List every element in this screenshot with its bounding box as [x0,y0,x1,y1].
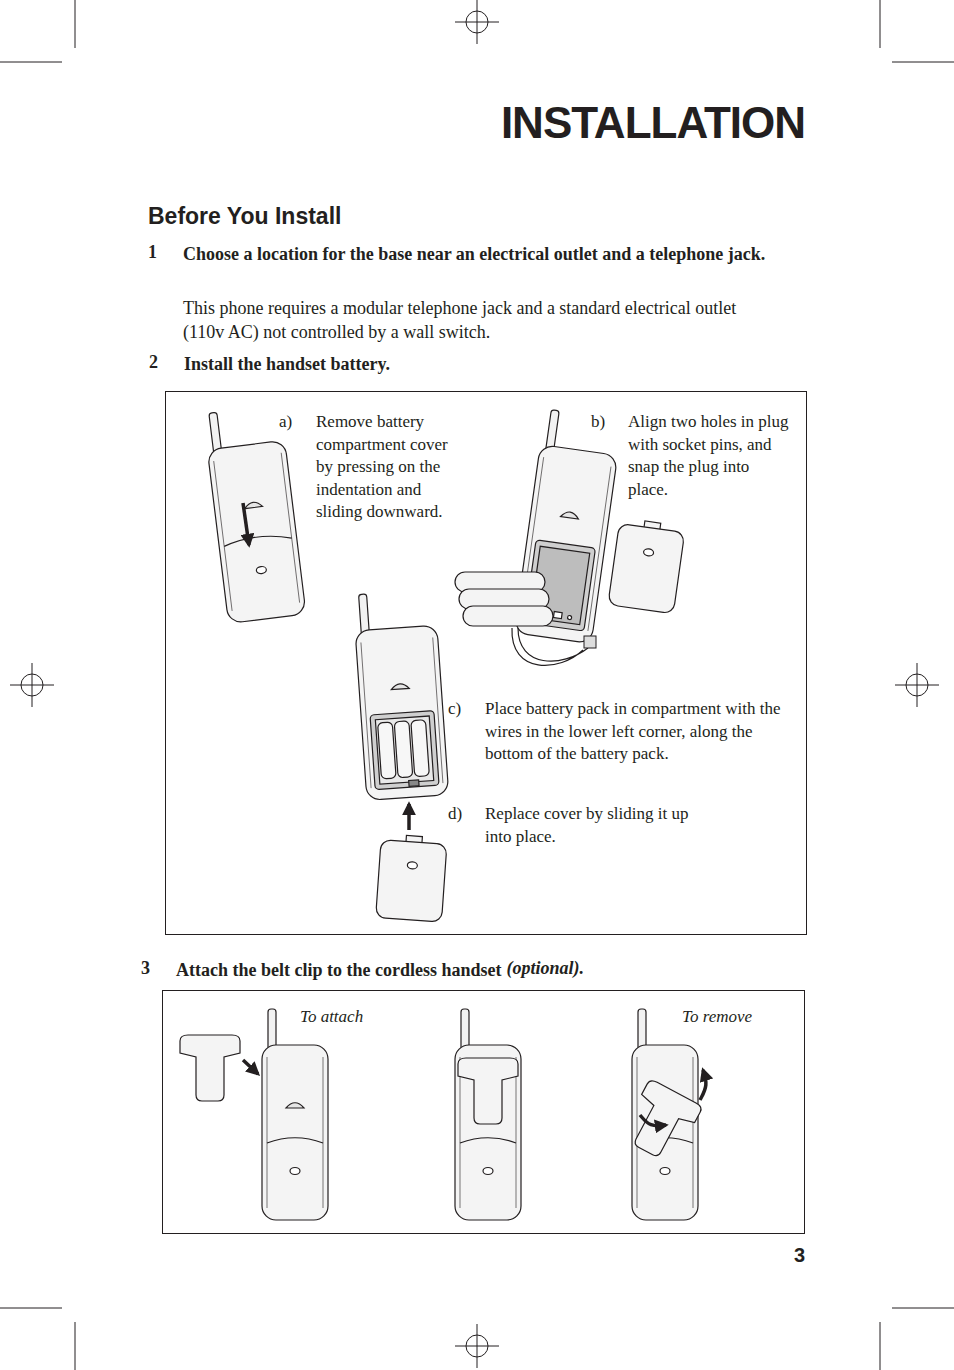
instruction-text: Align two holes in plug with socket pins… [628,411,793,501]
section-heading: Before You Install [148,203,341,230]
page-number: 3 [783,1244,805,1267]
belt-clip [619,1079,703,1165]
battery-pack [455,572,553,626]
handset-drawing [203,405,306,624]
belt-clip [180,1035,240,1101]
rotate-arrow [700,1070,706,1100]
sub-step-letter: d) [448,803,478,826]
instruction-panel: 3Attach the belt clip to the cordless ha… [162,990,805,1234]
sub-step-letter: c) [448,698,478,721]
battery-cover [376,834,448,922]
attach-arrow [243,1060,258,1074]
instruction-text: Replace cover by sliding it up into plac… [485,803,697,848]
step-heading: Choose a location for the base near an e… [183,242,783,266]
figure-caption: To remove [682,1007,752,1027]
instruction-panel: 2Install the handset battery.a)Remove ba… [165,391,807,935]
step-heading: Install the handset battery. [184,352,584,376]
sub-step-letter: b) [591,411,621,434]
battery-cover [608,517,686,613]
slide-arrow [407,804,411,830]
sub-step-letter: a) [279,411,309,434]
registration-mark [895,663,939,707]
step-number: 1 [148,242,168,263]
registration-mark [455,0,499,44]
figure-caption: To attach [300,1007,363,1027]
page-title: INSTALLATION [501,98,805,148]
step-number: 3 [141,958,161,979]
handset-drawing [353,589,449,800]
handset-drawing [262,1009,328,1220]
battery-wire [512,628,588,665]
registration-mark [455,1324,499,1368]
handset-drawing [455,1009,521,1220]
slide-arrow [243,503,249,545]
step-number: 2 [149,352,169,373]
rotate-arrow [640,1115,666,1126]
battery-plug [584,636,596,648]
step-body: This phone requires a modular telephone … [183,296,743,344]
instruction-text: Remove battery compartment cover by pres… [316,411,466,524]
step-heading: Attach the belt clip to the cordless han… [176,958,501,982]
instruction-text: Place battery pack in compartment with t… [485,698,785,766]
step-heading-note: (optional). [506,958,584,979]
registration-mark [10,663,54,707]
belt-clip [458,1058,518,1124]
